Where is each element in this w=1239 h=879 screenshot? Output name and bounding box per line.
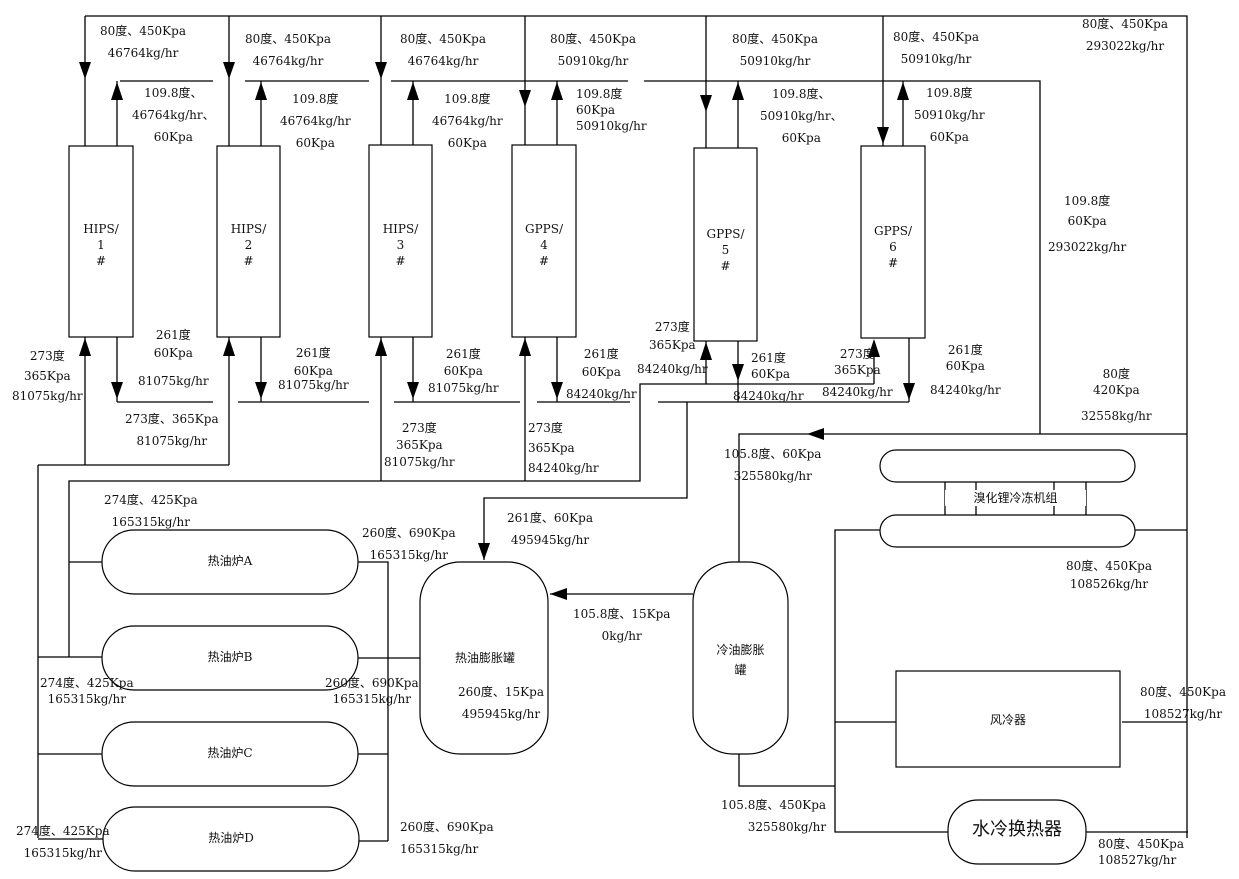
reactor-gpps-6 — [860, 145, 926, 339]
reactor-gpps-4-label: GPPS/ 4 # — [525, 222, 563, 268]
arrow-up-icon — [732, 82, 744, 100]
hot-expansion-tank — [419, 561, 549, 755]
cold-tank-label: 冷油膨胀 罐 — [716, 643, 765, 677]
reactor-hips-3-label: HIPS/ 3 # — [382, 222, 419, 268]
cooling-arrows — [79, 62, 909, 144]
reactor-hips-2 — [216, 145, 281, 338]
arrow-up-icon — [700, 342, 712, 360]
arrow-down-icon — [700, 95, 712, 112]
arrow-up-icon — [375, 338, 387, 356]
arrow-left-icon — [550, 588, 567, 600]
furnaces — [38, 529, 420, 872]
furnace-d-label: 热油炉D — [208, 831, 254, 845]
arrow-up-icon — [519, 338, 531, 356]
furnace-c-label: 热油炉C — [207, 746, 253, 760]
arrow-up-icon — [255, 82, 267, 100]
furnace-a-label: 热油炉A — [207, 554, 253, 568]
arrow-up-icon — [551, 82, 563, 100]
arrow-up-icon — [868, 339, 880, 357]
chiller-lower-drum — [879, 514, 1136, 548]
arrow-down-icon — [407, 382, 419, 399]
arrow-down-icon — [79, 62, 91, 79]
reactor-gpps-6-label: GPPS/ 6 # — [874, 224, 912, 270]
arrow-up-icon — [407, 82, 419, 100]
arrow-down-icon — [877, 127, 889, 144]
arrow-down-icon — [551, 382, 563, 399]
reactor-hips-1-label: HIPS/ 1 # — [83, 222, 119, 268]
arrow-down-icon — [478, 543, 490, 560]
reactor-gpps-5-label: GPPS/ 5 # — [706, 227, 745, 273]
arrow-up-icon — [897, 82, 909, 100]
hot-tank-label: 热油膨胀罐 — [454, 651, 515, 665]
air-cooler — [895, 670, 1121, 768]
stream-label-cool-out-5: 109.8度、50910kg/hr、60Kpa — [760, 87, 843, 145]
water-exchanger-label: 水冷换热器 — [972, 819, 1062, 840]
arrow-down-icon — [519, 90, 531, 107]
arrow-left-icon — [807, 428, 824, 440]
arrow-down-icon — [375, 62, 387, 79]
cold-expansion-tank — [692, 561, 789, 755]
air-cooler-label: 风冷器 — [989, 713, 1026, 727]
arrow-down-icon — [223, 62, 235, 79]
reactor-hips-1 — [68, 145, 134, 338]
reactor-hips-3 — [368, 144, 433, 338]
arrow-down-icon — [255, 382, 267, 399]
arrow-up-icon — [79, 338, 91, 356]
reactor-gpps-5 — [693, 147, 758, 342]
arrow-down-icon — [732, 364, 744, 381]
reactor-hips-2-label: HIPS/ 2 # — [230, 222, 267, 268]
reactor-gpps-4 — [511, 144, 577, 338]
chiller-label: 溴化锂冷冻机组 — [945, 490, 1086, 506]
arrow-down-icon — [903, 383, 915, 400]
arrow-down-icon — [111, 382, 123, 399]
chiller-upper-drum — [879, 449, 1136, 483]
stream-label-cool-out-1: 109.8度、46764kg/hr、60Kpa — [132, 86, 215, 144]
reactors — [68, 144, 926, 342]
arrow-up-icon — [223, 338, 235, 356]
hot-oil-arrows — [79, 338, 915, 560]
furnace-b-label: 热油炉B — [207, 650, 253, 664]
arrow-up-icon — [111, 82, 123, 100]
